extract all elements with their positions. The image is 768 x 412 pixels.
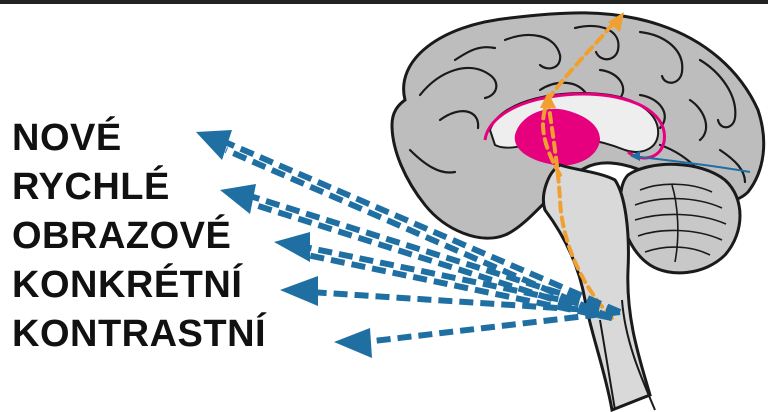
label-nove: NOVÉ — [12, 114, 266, 163]
arrowhead-kontrastni — [334, 328, 372, 358]
label-rychle: RYCHLÉ — [12, 163, 266, 212]
label-konkretni: KONKRÉTNÍ — [12, 261, 266, 310]
arrowhead-obrazove — [274, 232, 310, 262]
top-border-strip — [0, 0, 768, 4]
label-list: NOVÉ RYCHLÉ OBRAZOVÉ KONKRÉTNÍ KONTRASTN… — [12, 114, 266, 359]
arrowhead-konkretni — [280, 276, 318, 306]
label-kontrastni: KONTRASTNÍ — [12, 310, 266, 359]
label-obrazove: OBRAZOVÉ — [12, 212, 266, 261]
cerebellum — [620, 164, 740, 273]
